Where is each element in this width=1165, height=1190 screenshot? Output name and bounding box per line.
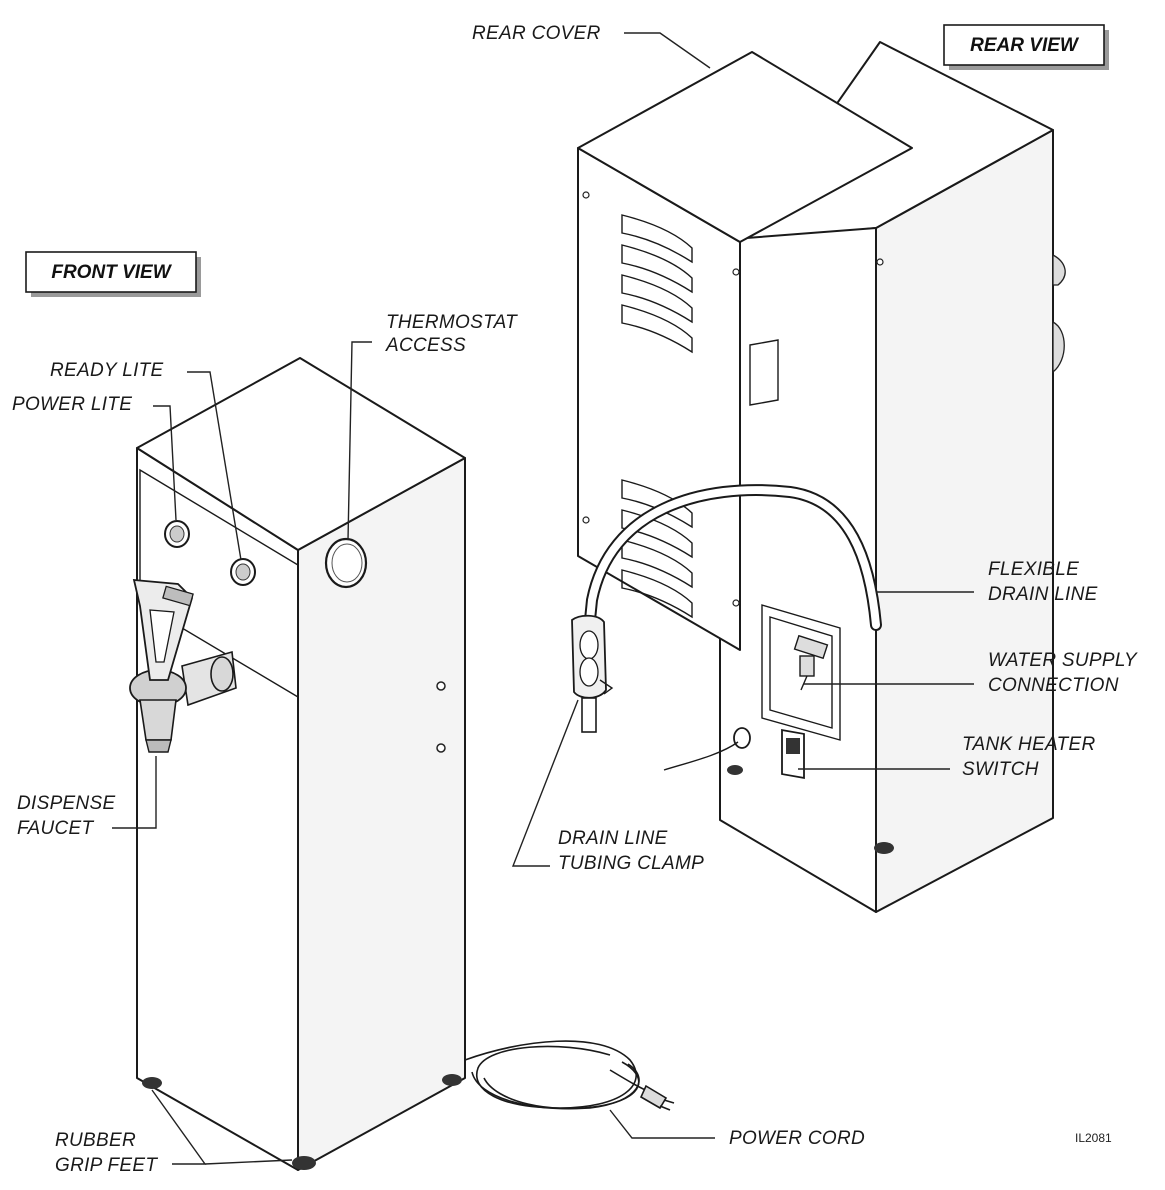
power-cord-label: POWER CORD (729, 1128, 865, 1149)
thermostat-access-port (324, 537, 368, 589)
side-screw-lower (436, 743, 446, 753)
drain-line-clamp (571, 614, 614, 733)
power-cord-leader (609, 1109, 715, 1139)
rear-unit (571, 41, 1066, 913)
rear-cover-leader (624, 32, 711, 69)
callout-drain-clamp: DRAIN LINE TUBING CLAMP (511, 699, 704, 874)
callout-ready-lite: READY LITE (50, 360, 242, 561)
body-screw (876, 258, 884, 266)
rear-faucet-stub-lower (1052, 320, 1065, 374)
flexible-label-line2: DRAIN LINE (988, 584, 1098, 605)
rear-foot-center (874, 842, 894, 854)
front-unit-side-face (297, 457, 466, 1171)
rear-power-cord (663, 741, 739, 771)
power-lite-indicator (164, 520, 190, 548)
water-label-line2: CONNECTION (988, 675, 1119, 696)
front-foot-center (292, 1156, 316, 1170)
internal-bracket (749, 339, 779, 406)
dispense-label-line1: DISPENSE (17, 793, 116, 814)
callout-power-lite: POWER LITE (12, 394, 177, 521)
front-view-tag: FRONT VIEW (25, 251, 201, 297)
cover-screw-bottom-left (582, 516, 590, 524)
ready-lite-leader (187, 371, 242, 561)
callout-power-cord: POWER CORD (609, 1109, 865, 1149)
callout-water-supply: WATER SUPPLY CONNECTION (804, 650, 1138, 696)
ready-lite-indicator (230, 558, 256, 586)
cover-screw-bottom-right (732, 599, 740, 607)
power-cord-coil (464, 1040, 675, 1111)
tank-label-line1: TANK HEATER (962, 734, 1096, 755)
callout-rear-cover: REAR COVER (472, 23, 711, 69)
water-supply-fitting (793, 634, 829, 691)
callout-rubber-feet: RUBBER GRIP FEET (55, 1089, 293, 1176)
dispense-faucet (129, 578, 237, 753)
thermostat-label-line1: THERMOSTAT (386, 312, 518, 333)
water-label-line1: WATER SUPPLY (988, 650, 1138, 671)
cord-entry (733, 727, 751, 749)
tank-label-line2: SWITCH (962, 759, 1039, 780)
callout-dispense-faucet: DISPENSE FAUCET (17, 756, 157, 839)
front-unit (129, 357, 675, 1171)
thermostat-label-line2: ACCESS (385, 335, 466, 356)
rear-cover-top-flap (577, 51, 913, 243)
flexible-label-line1: FLEXIBLE (988, 559, 1079, 580)
control-panel (139, 468, 299, 699)
callout-flexible-drain: FLEXIBLE DRAIN LINE (876, 559, 1098, 605)
water-supply-recess (761, 604, 841, 741)
rear-unit-side-face (875, 129, 1054, 913)
tank-heater-switch (781, 729, 805, 779)
drain-clamp-label-line1: DRAIN LINE (558, 828, 668, 849)
cover-screw-top-left (582, 191, 590, 199)
front-unit-front-face (136, 447, 299, 1171)
rear-view-label: REAR VIEW (970, 35, 1080, 56)
rear-view-tag: REAR VIEW (943, 24, 1109, 70)
drain-clamp-label-line2: TUBING CLAMP (558, 853, 704, 874)
dispense-label-line2: FAUCET (17, 818, 94, 839)
rear-cover-louvers (621, 214, 693, 619)
figure-code: IL2081 (1075, 1131, 1112, 1145)
cover-screw-top-right (732, 268, 740, 276)
rear-foot-left (727, 765, 743, 775)
front-foot-left (142, 1077, 162, 1089)
front-unit-top (136, 357, 466, 551)
rubber-leader-right (204, 1159, 293, 1165)
power-lite-label: POWER LITE (12, 394, 132, 415)
water-supply-recess-inner (769, 616, 833, 729)
front-view-label: FRONT VIEW (51, 262, 172, 283)
rear-faucet-stub-upper (1052, 253, 1066, 286)
thermostat-leader (347, 341, 372, 541)
rubber-label-line1: RUBBER (55, 1130, 136, 1151)
rubber-label-line2: GRIP FEET (55, 1155, 158, 1176)
ready-lite-label: READY LITE (50, 360, 164, 381)
rear-unit-rear-face (719, 227, 877, 913)
front-foot-right (442, 1074, 462, 1086)
drain-clamp-leader (511, 699, 579, 867)
dispense-leader (112, 756, 157, 829)
rear-cover-label: REAR COVER (472, 23, 601, 44)
flexible-drain-line (584, 486, 880, 644)
callout-thermostat: THERMOSTAT ACCESS (347, 312, 518, 541)
callout-tank-heater: TANK HEATER SWITCH (798, 734, 1096, 780)
side-screw-upper (436, 681, 446, 691)
power-lite-leader (153, 405, 177, 521)
